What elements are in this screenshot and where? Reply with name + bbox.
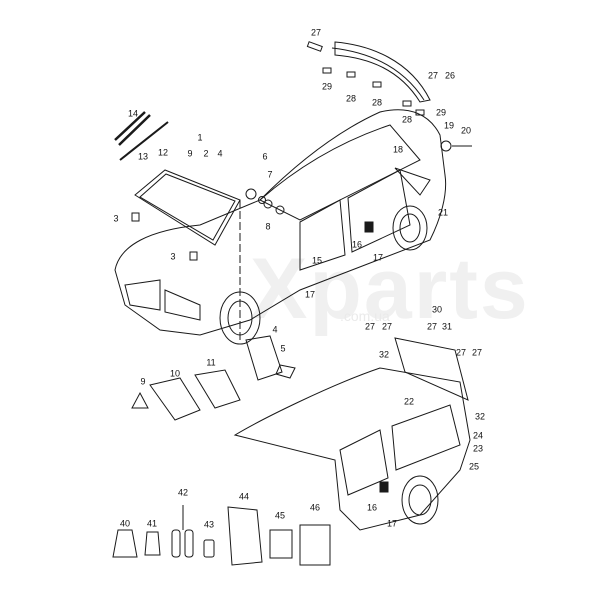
callout-number[interactable]: 19 <box>443 120 455 131</box>
callout-number[interactable]: 30 <box>431 304 443 315</box>
callout-number[interactable]: 28 <box>371 97 383 108</box>
callout-number[interactable]: 9 <box>187 148 193 159</box>
accessories <box>112 505 331 566</box>
callout-number[interactable]: 2 <box>203 148 209 159</box>
quarter-window <box>394 167 431 196</box>
wagon-car <box>233 337 471 531</box>
callout-number[interactable]: 40 <box>119 518 131 529</box>
callout-number[interactable]: 42 <box>177 487 189 498</box>
callout-number[interactable]: 8 <box>265 221 271 232</box>
callout-number[interactable]: 4 <box>217 148 223 159</box>
callout-number[interactable]: 28 <box>401 114 413 125</box>
callout-number[interactable]: 23 <box>472 443 484 454</box>
callout-number[interactable]: 6 <box>262 151 268 162</box>
watermark: Xparts <box>250 241 530 337</box>
callout-number[interactable]: 28 <box>345 93 357 104</box>
callout-number[interactable]: 27 <box>364 321 376 332</box>
callout-number[interactable]: 17 <box>304 289 316 300</box>
callout-number[interactable]: 44 <box>238 491 250 502</box>
callout-number[interactable]: 20 <box>460 125 472 136</box>
callout-number[interactable]: 32 <box>378 349 390 360</box>
callout-number[interactable]: 4 <box>272 324 278 335</box>
callout-number[interactable]: 14 <box>127 108 139 119</box>
callout-number[interactable]: 27 <box>310 27 322 38</box>
callout-number[interactable]: 46 <box>309 502 321 513</box>
callout-number[interactable]: 24 <box>472 430 484 441</box>
callout-number[interactable]: 25 <box>468 461 480 472</box>
callout-number[interactable]: 5 <box>280 343 286 354</box>
callout-number[interactable]: 22 <box>403 396 415 407</box>
callout-number[interactable]: 18 <box>392 144 404 155</box>
callout-number[interactable]: 9 <box>140 376 146 387</box>
callout-number[interactable]: 16 <box>366 502 378 513</box>
callout-number[interactable]: 27 <box>426 321 438 332</box>
front-grille <box>124 279 161 311</box>
callout-number[interactable]: 7 <box>267 169 273 180</box>
callout-number[interactable]: 41 <box>146 518 158 529</box>
callout-number[interactable]: 15 <box>311 255 323 266</box>
wagon-rear-window <box>394 337 469 401</box>
watermark-sub: .com.ua <box>340 308 390 324</box>
callout-number[interactable]: 11 <box>206 357 216 368</box>
callout-number[interactable]: 10 <box>169 368 181 379</box>
callout-number[interactable]: 3 <box>170 251 176 262</box>
callout-number[interactable]: 16 <box>351 239 363 250</box>
callout-number[interactable]: 13 <box>137 151 149 162</box>
callout-number[interactable]: 29 <box>321 81 333 92</box>
callout-number[interactable]: 27 <box>471 347 483 358</box>
callout-number[interactable]: 31 <box>441 321 453 332</box>
callout-number[interactable]: 45 <box>274 510 286 521</box>
callout-number[interactable]: 27 <box>381 321 393 332</box>
callout-number[interactable]: 1 <box>197 132 203 143</box>
callout-number[interactable]: 17 <box>372 252 384 263</box>
callout-number[interactable]: 27 <box>427 70 439 81</box>
windshield <box>134 169 241 246</box>
callout-number[interactable]: 21 <box>437 207 449 218</box>
callout-number[interactable]: 3 <box>113 213 119 224</box>
callout-number[interactable]: 27 <box>455 347 467 358</box>
callout-number[interactable]: 29 <box>435 107 447 118</box>
roof-molding-14 <box>114 111 151 146</box>
callout-number[interactable]: 32 <box>474 411 486 422</box>
rear-window-assembly <box>306 41 472 152</box>
callout-number[interactable]: 12 <box>157 147 169 158</box>
clips-and-seals <box>131 188 374 421</box>
callout-number[interactable]: 43 <box>203 519 215 530</box>
callout-number[interactable]: 26 <box>444 70 456 81</box>
callout-number[interactable]: 17 <box>386 518 398 529</box>
